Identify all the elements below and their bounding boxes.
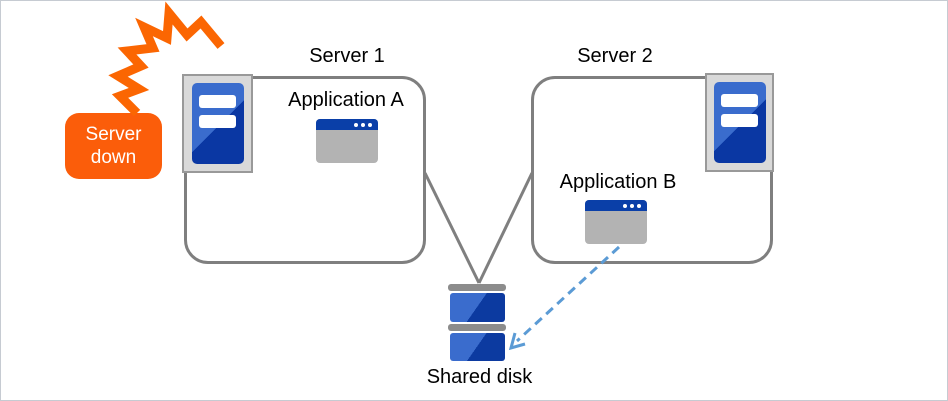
server-slot-bar [721, 114, 758, 127]
shared-disk-label: Shared disk [426, 366, 533, 388]
window-dot-icon [354, 122, 358, 127]
shared-disk-icon [450, 333, 505, 361]
window-dot-icon [368, 122, 372, 127]
server-slot-bar [721, 94, 758, 107]
window-dot-icon [630, 203, 634, 208]
window-dot-icon [623, 203, 627, 208]
server-tower-icon [713, 82, 766, 163]
shared-disk-icon [448, 284, 506, 291]
app-window-icon-b [585, 200, 647, 244]
dashed-arrow-head-icon [508, 332, 526, 351]
server1-title: Server 1 [309, 45, 385, 67]
window-dot-icon [637, 203, 641, 208]
server2-icon-panel [705, 73, 774, 172]
server-tower-icon [191, 83, 244, 164]
shared-disk-icon [450, 293, 505, 322]
application-a-label: Application A [288, 89, 404, 111]
window-titlebar [585, 200, 647, 211]
window-titlebar [316, 119, 378, 130]
server2-title: Server 2 [577, 45, 653, 67]
server1-icon-panel [182, 74, 253, 173]
server-slot-bar [199, 95, 236, 108]
badge-line: down [90, 147, 137, 168]
server-down-badge: Server down [65, 113, 162, 179]
app-window-icon-a [316, 119, 378, 163]
badge-line: Server [85, 124, 142, 145]
connector-server1-disk-line [423, 172, 481, 284]
shared-disk-icon [448, 324, 506, 331]
application-b-label: Application B [559, 171, 677, 193]
connector-server2-disk-line [477, 172, 534, 284]
server-slot-bar [199, 115, 236, 128]
window-dot-icon [361, 122, 365, 127]
